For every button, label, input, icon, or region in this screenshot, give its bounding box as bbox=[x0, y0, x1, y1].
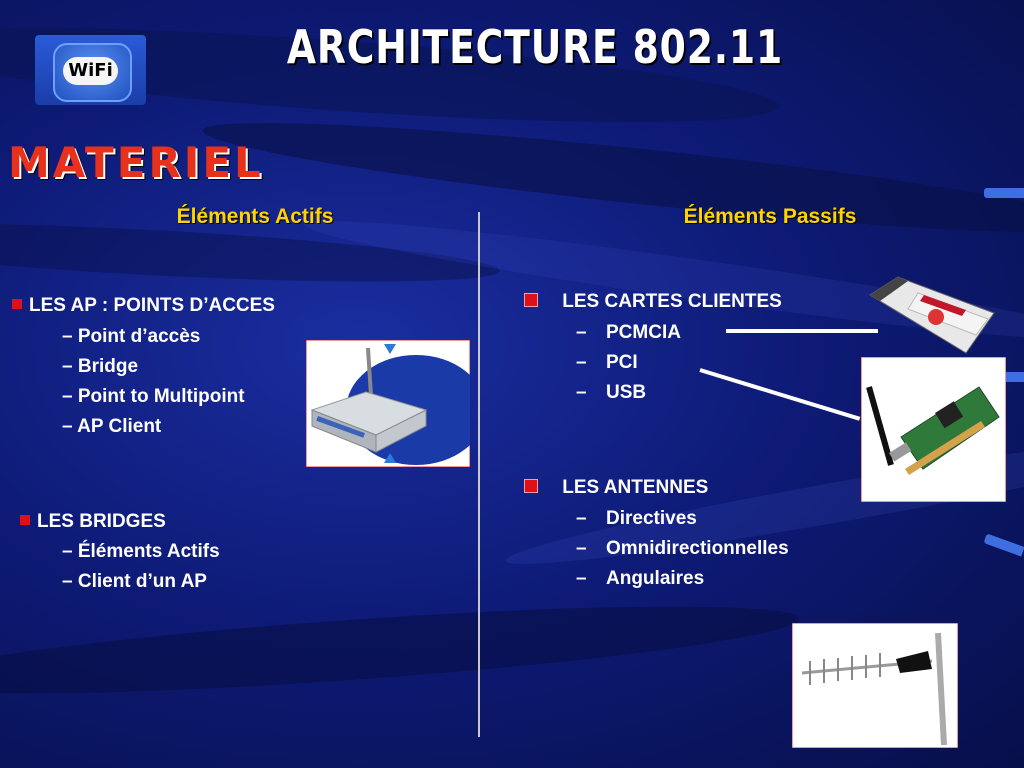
sub-item: – Bridge bbox=[62, 356, 139, 377]
sub-item: – Éléments Actifs bbox=[62, 541, 220, 562]
sub-item: –USB bbox=[576, 382, 647, 403]
sub-item: – AP Client bbox=[62, 416, 162, 437]
sub-item: –PCI bbox=[576, 352, 638, 373]
edge-accent bbox=[983, 533, 1024, 557]
sub-item: –Directives bbox=[576, 508, 697, 529]
pcmcia-card-image bbox=[869, 276, 995, 354]
bullet-square-icon bbox=[12, 298, 22, 309]
section-title: MATERIEL bbox=[8, 138, 264, 187]
wifi-logo-icon: WiFi bbox=[53, 43, 132, 102]
list-item-antennas: LES ANTENNES bbox=[524, 477, 708, 499]
bullet-square-icon bbox=[20, 514, 30, 525]
access-point-router-image bbox=[306, 340, 470, 467]
list-item-client-cards: LES CARTES CLIENTES bbox=[524, 291, 782, 313]
connector-line bbox=[699, 368, 861, 421]
edge-accent bbox=[984, 188, 1024, 198]
sub-item: –Angulaires bbox=[576, 568, 705, 589]
background-swoosh bbox=[0, 588, 801, 712]
left-column-heading: Éléments Actifs bbox=[176, 205, 334, 228]
bullet-square-icon bbox=[524, 478, 538, 493]
yagi-antenna-image bbox=[792, 623, 958, 748]
slide-title: ARCHITECTURE 802.11 bbox=[286, 20, 784, 74]
right-column-heading: Éléments Passifs bbox=[683, 205, 857, 228]
sub-item: –PCMCIA bbox=[576, 322, 681, 343]
sub-item: – Point d’accès bbox=[62, 326, 201, 347]
bullet-square-icon bbox=[524, 292, 538, 307]
sub-item: – Point to Multipoint bbox=[62, 386, 245, 407]
sub-item: –Omnidirectionnelles bbox=[576, 538, 789, 559]
sub-item: – Client d’un AP bbox=[62, 571, 207, 592]
connector-line bbox=[726, 329, 878, 333]
column-divider bbox=[478, 212, 480, 737]
wifi-logo-text: WiFi bbox=[63, 57, 118, 85]
list-item-ap: LES AP : POINTS D’ACCES bbox=[12, 295, 275, 317]
list-item-bridges: LES BRIDGES bbox=[20, 511, 166, 533]
pci-wifi-card-image bbox=[861, 357, 1006, 502]
wifi-logo: WiFi bbox=[35, 35, 146, 105]
